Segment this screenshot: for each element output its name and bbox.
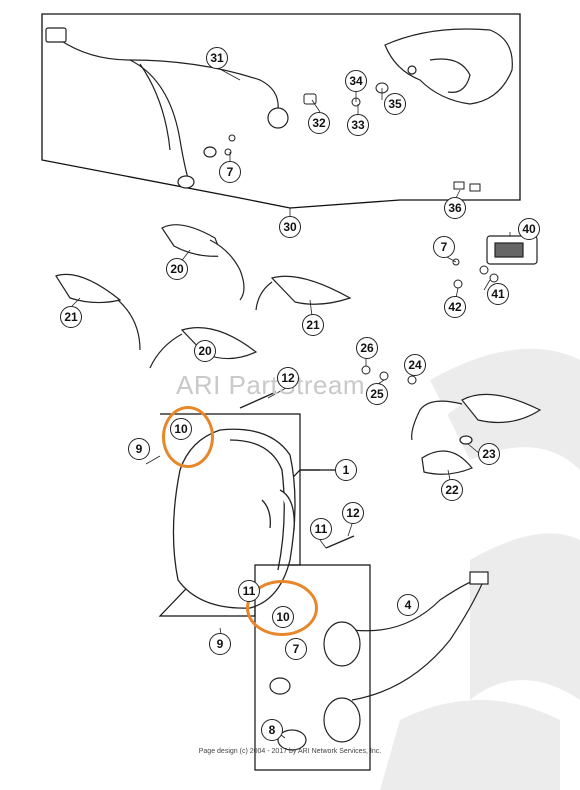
callout-7[interactable]: 7 xyxy=(219,161,241,183)
callout-36[interactable]: 36 xyxy=(444,197,466,219)
highlight-ring xyxy=(246,580,318,636)
callout-12[interactable]: 12 xyxy=(342,502,364,524)
headlight-housing xyxy=(172,428,296,609)
watermark: ARI PartStream xyxy=(176,370,366,400)
callout-31[interactable]: 31 xyxy=(206,47,228,69)
tail-light-housing xyxy=(384,28,513,105)
license-plate-light xyxy=(486,235,538,265)
callout-40[interactable]: 40 xyxy=(518,218,540,240)
callout-33[interactable]: 33 xyxy=(347,114,369,136)
callout-25[interactable]: 25 xyxy=(366,383,388,405)
callout-7[interactable]: 7 xyxy=(285,638,307,660)
turn-signal-rear-left xyxy=(55,273,141,351)
callout-8[interactable]: 8 xyxy=(261,719,283,741)
copyright-footer: Page design (c) 2004 - 2017 by ARI Netwo… xyxy=(198,748,382,755)
wiring-harness xyxy=(45,27,289,189)
bulb-group-frame xyxy=(254,564,371,771)
callout-20[interactable]: 20 xyxy=(166,258,188,280)
callout-26[interactable]: 26 xyxy=(356,337,378,359)
callout-20[interactable]: 20 xyxy=(194,340,216,362)
callout-7[interactable]: 7 xyxy=(433,236,455,258)
highlight-ring xyxy=(162,406,214,468)
turn-signal-side-right xyxy=(411,393,542,441)
callout-35[interactable]: 35 xyxy=(384,93,406,115)
callout-42[interactable]: 42 xyxy=(444,296,466,318)
callout-34[interactable]: 34 xyxy=(345,70,367,92)
headlight-wiring xyxy=(269,571,489,751)
tail-section-frame xyxy=(41,13,521,209)
callout-1[interactable]: 1 xyxy=(335,459,357,481)
callout-4[interactable]: 4 xyxy=(397,594,419,616)
callout-9[interactable]: 9 xyxy=(209,633,231,655)
callout-12[interactable]: 12 xyxy=(277,367,299,389)
turn-signal-lens xyxy=(421,435,473,475)
callout-21[interactable]: 21 xyxy=(60,306,82,328)
callout-32[interactable]: 32 xyxy=(308,112,330,134)
callout-21[interactable]: 21 xyxy=(302,314,324,336)
turn-signal-front-right xyxy=(255,275,352,311)
callout-22[interactable]: 22 xyxy=(441,479,463,501)
callout-10[interactable]: 10 xyxy=(170,418,192,440)
callout-11[interactable]: 11 xyxy=(310,518,332,540)
callout-30[interactable]: 30 xyxy=(279,216,301,238)
callout-10[interactable]: 10 xyxy=(272,606,294,628)
callout-23[interactable]: 23 xyxy=(478,443,500,465)
callout-41[interactable]: 41 xyxy=(487,283,509,305)
callout-24[interactable]: 24 xyxy=(404,354,426,376)
signal-hardware xyxy=(239,365,417,549)
callout-11[interactable]: 11 xyxy=(238,580,260,602)
callout-9[interactable]: 9 xyxy=(128,438,150,460)
turn-signal-front-left xyxy=(161,224,245,301)
turn-signal-rear-right xyxy=(149,327,258,369)
